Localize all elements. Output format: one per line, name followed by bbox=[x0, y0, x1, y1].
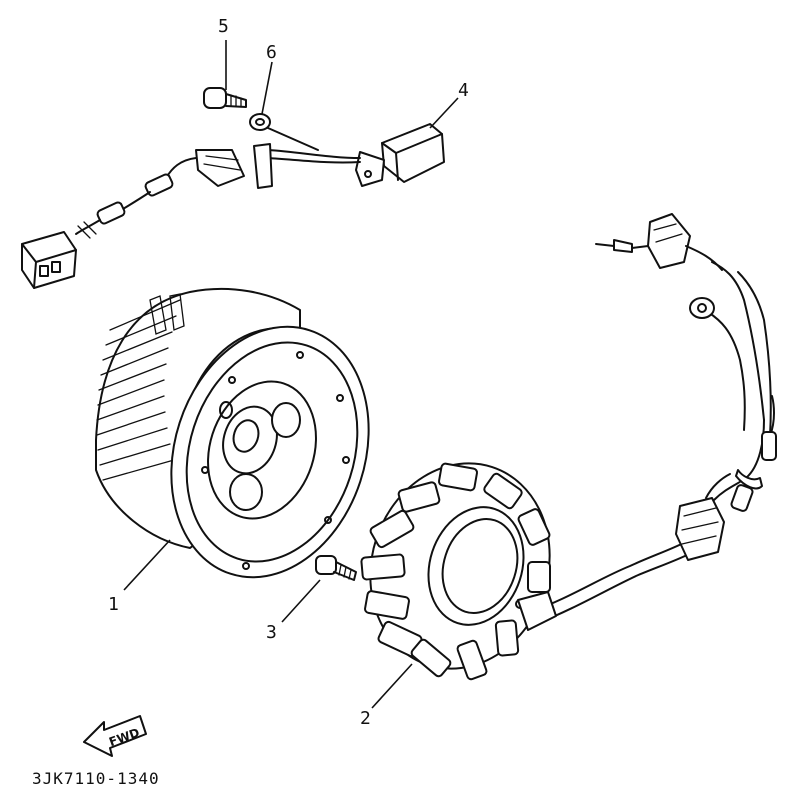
rotor-cooling-fins bbox=[96, 293, 185, 481]
pickup-coil-assembly bbox=[21, 87, 445, 289]
callout-3: 3 bbox=[266, 622, 277, 643]
stator-part-2 bbox=[360, 462, 551, 681]
forward-direction-arrow: FWD bbox=[83, 715, 147, 757]
bolt-part-3 bbox=[315, 555, 357, 581]
callout-labels: 5 6 4 1 3 2 bbox=[108, 16, 469, 729]
washer-part-6 bbox=[249, 113, 271, 131]
pickup-wire-harness bbox=[21, 143, 361, 289]
stator-pole-windings bbox=[360, 462, 551, 681]
leader-4 bbox=[429, 97, 459, 129]
leader-3 bbox=[281, 579, 321, 623]
drawing-code: 3JK7110-1340 bbox=[32, 769, 160, 788]
rotor-part-1 bbox=[95, 287, 370, 579]
leader-1 bbox=[123, 539, 171, 591]
stator-wire-harness bbox=[517, 213, 777, 631]
rotor-rim-holes bbox=[201, 351, 350, 570]
leader-2 bbox=[371, 663, 413, 709]
bolt-part-5 bbox=[203, 87, 247, 109]
callout-2: 2 bbox=[360, 708, 371, 729]
callout-5: 5 bbox=[218, 16, 229, 37]
pickup-coil-part-4 bbox=[267, 123, 445, 187]
callout-4: 4 bbox=[458, 80, 469, 101]
callout-1: 1 bbox=[108, 594, 119, 615]
callout-6: 6 bbox=[266, 42, 277, 63]
leader-6 bbox=[261, 61, 273, 115]
leader-lines bbox=[123, 40, 459, 709]
